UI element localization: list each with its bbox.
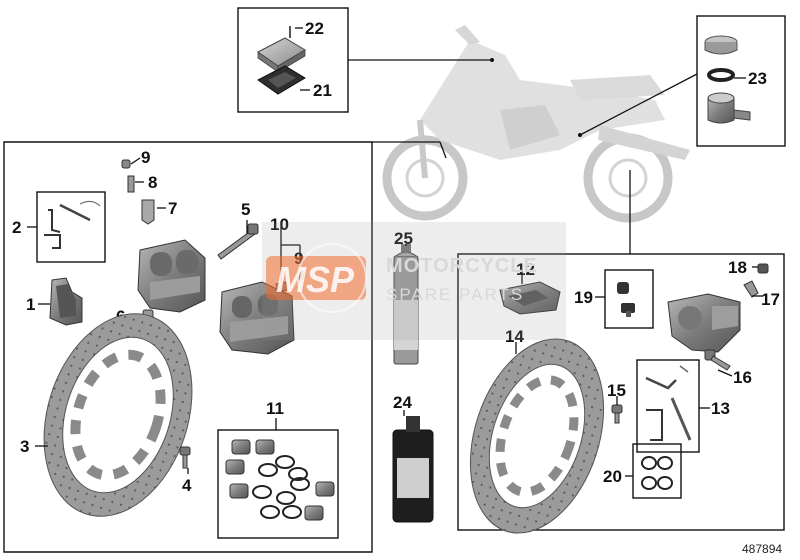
- label-5: 5: [241, 200, 250, 219]
- pin-kit-icon: [44, 200, 101, 249]
- watermark-logo-box: [266, 256, 366, 300]
- seal-kit-icon: [225, 439, 335, 521]
- label-13: 13: [711, 399, 730, 418]
- rear-pin-kit-icon: [645, 365, 692, 441]
- brake-fluid-bottle-icon: [392, 416, 434, 523]
- rear-seal-rings-icon: [641, 456, 673, 490]
- front-brake-box: [3, 141, 373, 553]
- label-1: 1: [26, 295, 35, 314]
- watermark-logo-text: MSP: [276, 259, 355, 300]
- rear-disc-bolt-icon: [611, 404, 623, 424]
- label-19: 19: [574, 288, 593, 307]
- label-10: 10: [270, 215, 289, 234]
- label-14: 14: [505, 327, 524, 346]
- label-16: 16: [733, 368, 752, 387]
- label-8: 8: [148, 173, 157, 192]
- gasket-icon: [257, 65, 306, 95]
- label-20: 20: [603, 467, 622, 486]
- rear-bleed-cap-icon: [757, 263, 769, 274]
- label-9-front: 9: [141, 148, 150, 167]
- rear-caliper-bolt-icon: [704, 349, 731, 371]
- brake-pad-rear-icon: [499, 281, 561, 315]
- rear-brake-disc-icon: [469, 338, 605, 534]
- label-22: 22: [305, 19, 324, 38]
- callout-box-11: [217, 429, 339, 539]
- front-caliper-left-icon: [137, 239, 206, 313]
- label-15: 15: [607, 381, 626, 400]
- watermark: MSP MOTORCYCLE SPARE PARTS: [262, 222, 566, 340]
- rear-bleed-screw-icon: [743, 280, 759, 298]
- rear-brake-box: [457, 253, 785, 531]
- callout-box-19: [604, 269, 654, 329]
- label-4: 4: [182, 476, 192, 495]
- banjo-bolt-icon: [141, 199, 155, 225]
- motorcycle-illustration: [382, 25, 690, 223]
- label-3: 3: [20, 437, 29, 456]
- label-25: 25: [394, 229, 413, 248]
- rear-caliper-icon: [667, 293, 741, 353]
- label-23: 23: [748, 69, 767, 88]
- callout-box-20: [632, 443, 682, 499]
- reservoir-cap-icon: [704, 35, 751, 124]
- watermark-line1: MOTORCYCLE: [386, 255, 538, 277]
- bleed-cap-icon: [121, 159, 131, 169]
- callout-box-23: [696, 15, 786, 147]
- label-17: 17: [761, 290, 780, 309]
- watermark-line2: SPARE PARTS: [386, 285, 524, 304]
- label-24: 24: [393, 393, 412, 412]
- label-7: 7: [168, 199, 177, 218]
- label-12: 12: [516, 260, 535, 279]
- brake-pad-front-icon: [49, 277, 83, 326]
- label-11: 11: [266, 399, 284, 418]
- callout-box-13: [636, 359, 700, 453]
- front-brake-disc-icon: [43, 313, 193, 517]
- bleed-set-icon: [617, 282, 635, 317]
- label-21: 21: [313, 81, 332, 100]
- reservoir-cover-icon: [257, 26, 306, 73]
- label-18: 18: [728, 258, 747, 277]
- bleed-screw-icon: [127, 175, 135, 193]
- label-2: 2: [12, 218, 21, 237]
- spray-can-icon: [393, 244, 419, 365]
- disc-bolt-icon: [179, 446, 191, 469]
- caliper-bolt-icon: [217, 223, 259, 260]
- document-id: 487894: [742, 542, 782, 556]
